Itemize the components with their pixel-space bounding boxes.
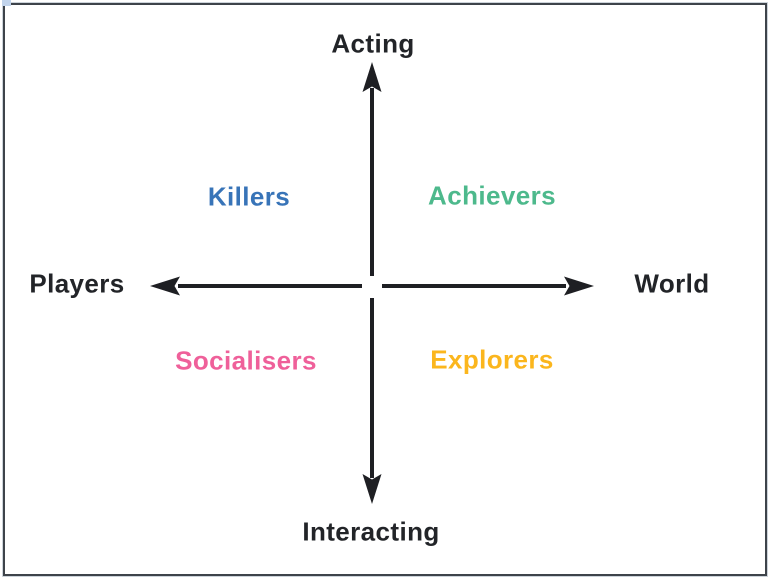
arrowhead-right-icon — [564, 276, 594, 296]
quadrant-label-achievers: Achievers — [428, 180, 556, 211]
axis-bottom-label: Interacting — [302, 516, 440, 547]
quadrant-label-explorers: Explorers — [430, 344, 554, 375]
arrowhead-up-icon — [362, 62, 382, 92]
corner-artifact — [2, 0, 11, 6]
arrowhead-left-icon — [150, 276, 180, 296]
axis-right-label: World — [634, 268, 710, 299]
axis-top-label: Acting — [331, 28, 415, 59]
axis-left-label: Players — [29, 268, 125, 299]
quadrant-label-socialisers: Socialisers — [175, 345, 317, 376]
quadrant-label-killers: Killers — [207, 181, 291, 212]
arrowhead-down-icon — [362, 474, 382, 504]
